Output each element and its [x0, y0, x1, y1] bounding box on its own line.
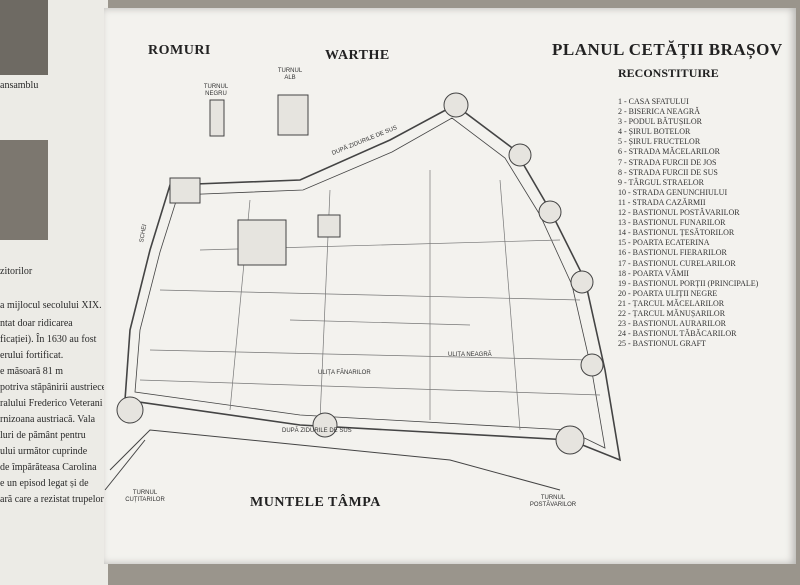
map-legend: 1 - CASA SFATULUI 2 - BISERICA NEAGRĂ 3 …	[618, 97, 758, 349]
legend-item: 11 - STRADA CAZĂRMII	[618, 197, 706, 207]
left-text-line: potriva stăpânirii austriece	[0, 382, 107, 393]
legend-item: 10 - STRADA GENUNCHIULUI	[618, 187, 728, 197]
left-text-line: zitorilor	[0, 266, 33, 277]
legend-item: 20 - POARTA ULIȚII NEGRE	[618, 288, 718, 298]
legend-item: 18 - POARTA VĂMII	[618, 268, 689, 278]
left-text-line: rnizoana austriacă. Vala	[0, 414, 96, 425]
legend-item: 1 - CASA SFATULUI	[618, 97, 689, 106]
legend-item: 24 - BASTIONUL TĂBĂCARILOR	[618, 329, 737, 339]
street-label-neagra: ULIȚA NEAGRĂ	[448, 352, 492, 358]
left-page-photo	[0, 0, 48, 75]
legend-item: 6 - STRADA MĂCELARILOR	[618, 147, 721, 157]
left-text-line: ansamblu	[0, 80, 39, 91]
left-text-line: ului următor cuprinde	[0, 446, 88, 457]
left-text-line: e un episod legat și de	[0, 478, 89, 489]
left-text-line: ntat doar ridicarea	[0, 318, 73, 329]
legend-item: 23 - BASTIONUL AURARILOR	[618, 319, 726, 329]
legend-item: 25 - BASTIONUL GRAFT	[618, 339, 706, 349]
legend-item: 2 - BISERICA NEAGRĂ	[618, 107, 701, 117]
region-label-romuri: ROMURI	[148, 43, 211, 58]
legend-item: 14 - BASTIONUL ȚESĂTORILOR	[618, 228, 735, 238]
region-label-warthe: WARTHE	[325, 48, 390, 63]
legend-item: 3 - PODUL BĂTUȘILOR	[618, 117, 702, 127]
legend-item: 15 - POARTA ECATERINA	[618, 238, 710, 248]
legend-item: 13 - BASTIONUL FUNARILOR	[618, 218, 726, 228]
legend-item: 12 - BASTIONUL POSTĂVARILOR	[618, 208, 740, 218]
legend-item: 16 - BASTIONUL FIERARILOR	[618, 248, 727, 258]
left-text-line: erului fortificat.	[0, 350, 64, 361]
street-label-fanarilor: ULIȚA FĂNARILOR	[318, 370, 371, 376]
legend-item: 4 - ȘIRUL BOTELOR	[618, 127, 691, 137]
legend-item: 19 - BASTIONUL PORȚII (PRINCIPALE)	[618, 278, 759, 288]
legend-item: 8 - STRADA FURCII DE SUS	[618, 167, 718, 177]
left-text-line: de împărăteasa Carolina	[0, 462, 97, 473]
legend-item: 5 - ȘIRUL FRUCTELOR	[618, 137, 701, 147]
tower-label-cutitarilor: TURNUL CUȚITARILOR	[125, 490, 165, 503]
tower-label-negru: TURNUL NEGRU	[203, 84, 229, 97]
left-text-line: luri de pământ pentru	[0, 430, 86, 441]
legend-item: 17 - BASTIONUL CURELARILOR	[618, 258, 736, 268]
map-title: PLANUL CETĂȚII BRAȘOV	[552, 40, 783, 59]
left-book-page: ansamblu zitorilor a mijlocul secolului …	[0, 0, 108, 585]
left-text-line: a mijlocul secolului XIX. Pe	[0, 300, 108, 311]
legend-item: 9 - TÂRGUL STRAELOR	[618, 177, 704, 187]
left-text-line: e măsoară 81 m	[0, 366, 64, 377]
left-page-photo-2	[0, 140, 48, 240]
region-label-tampa: MUNTELE TÂMPA	[250, 495, 381, 510]
legend-item: 21 - ȚARCUL MĂCELARILOR	[618, 298, 725, 308]
left-text-line: ralului Frederico Veterani	[0, 398, 103, 409]
legend-item: 22 - ȚARCUL MĂNUȘARILOR	[618, 308, 726, 318]
map-subtitle: RECONSTITUIRE	[618, 66, 719, 80]
wall-label-south: DUPĂ ZIDURILE DE SUS	[282, 428, 352, 434]
left-text-line: ară care a rezistat trupelor	[0, 494, 104, 505]
tower-label-postavarilor: TURNUL POSTĂVARILOR	[529, 495, 577, 508]
tower-label-alb: TURNUL ALB	[277, 68, 303, 81]
left-text-line: ficației). În 1630 au fost	[0, 334, 97, 345]
legend-item: 7 - STRADA FURCII DE JOS	[618, 157, 717, 167]
